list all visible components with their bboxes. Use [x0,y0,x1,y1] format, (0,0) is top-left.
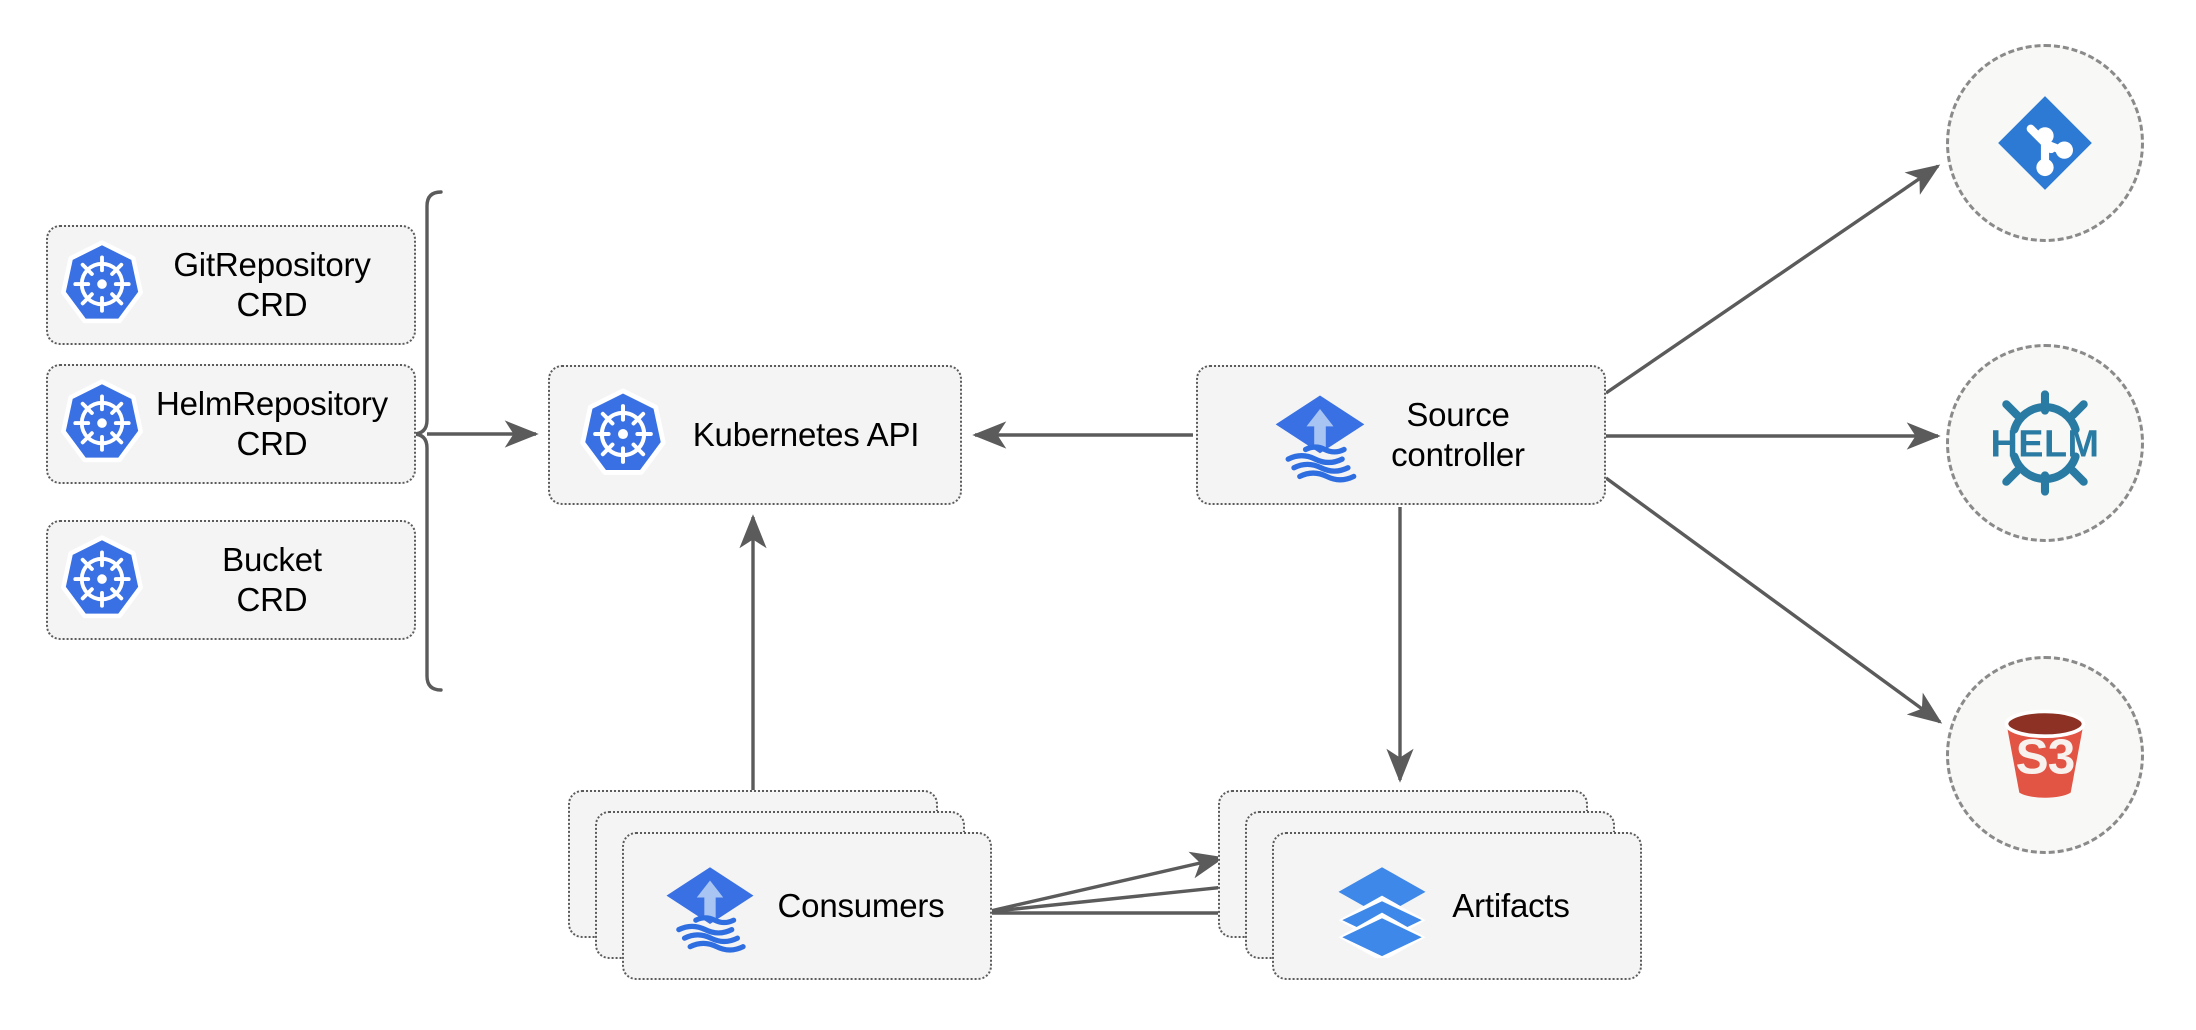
node-source-controller-label: Source controller [1391,395,1525,473]
consumers-card-front[interactable]: Consumers [622,832,992,980]
git-icon [1989,87,2101,199]
node-artifacts-label: Artifacts [1452,886,1570,924]
crd-card-label: GitRepository CRD [173,245,371,323]
node-source-controller[interactable]: Source controller [1196,365,1606,505]
flux-icon [1267,382,1373,488]
edge-source-to-s3 [1604,476,1943,724]
node-consumers-stack[interactable]: Consumers [568,790,992,980]
kubernetes-icon [56,378,148,470]
node-kubernetes-api[interactable]: Kubernetes API [548,365,962,505]
kubernetes-icon [56,534,148,626]
node-artifacts-stack[interactable]: Artifacts [1218,790,1642,980]
crd-brace [412,190,443,692]
node-kubernetes-api-label: Kubernetes API [692,415,920,453]
edge-source-to-git [1605,164,1941,395]
edge-consumers-to-artifacts-back [985,851,1225,914]
crd-card-label: Bucket CRD [222,540,322,618]
s3-label: S3 [2016,729,2075,784]
kubernetes-icon [575,387,671,483]
crd-card-label: HelmRepository CRD [156,384,388,462]
node-consumers-label: Consumers [777,886,945,924]
crd-card-helmrepository[interactable]: HelmRepository CRD [46,364,416,484]
artifacts-card-front[interactable]: Artifacts [1272,832,1642,980]
helm-icon: HELM [1982,380,2108,506]
external-source-git[interactable] [1946,44,2144,242]
flux-icon [658,854,762,958]
helm-label: HELM [1991,424,2100,466]
kubernetes-icon [56,239,148,331]
external-source-helm[interactable]: HELM [1946,344,2144,542]
external-source-s3[interactable]: S3 [1946,656,2144,854]
s3-bucket-icon: S3 [1985,700,2105,810]
crd-card-bucket[interactable]: Bucket CRD [46,520,416,640]
edge-consumers-to-artifacts-mid [985,873,1257,914]
crd-card-gitrepository[interactable]: GitRepository CRD [46,225,416,345]
layers-icon [1330,854,1434,958]
